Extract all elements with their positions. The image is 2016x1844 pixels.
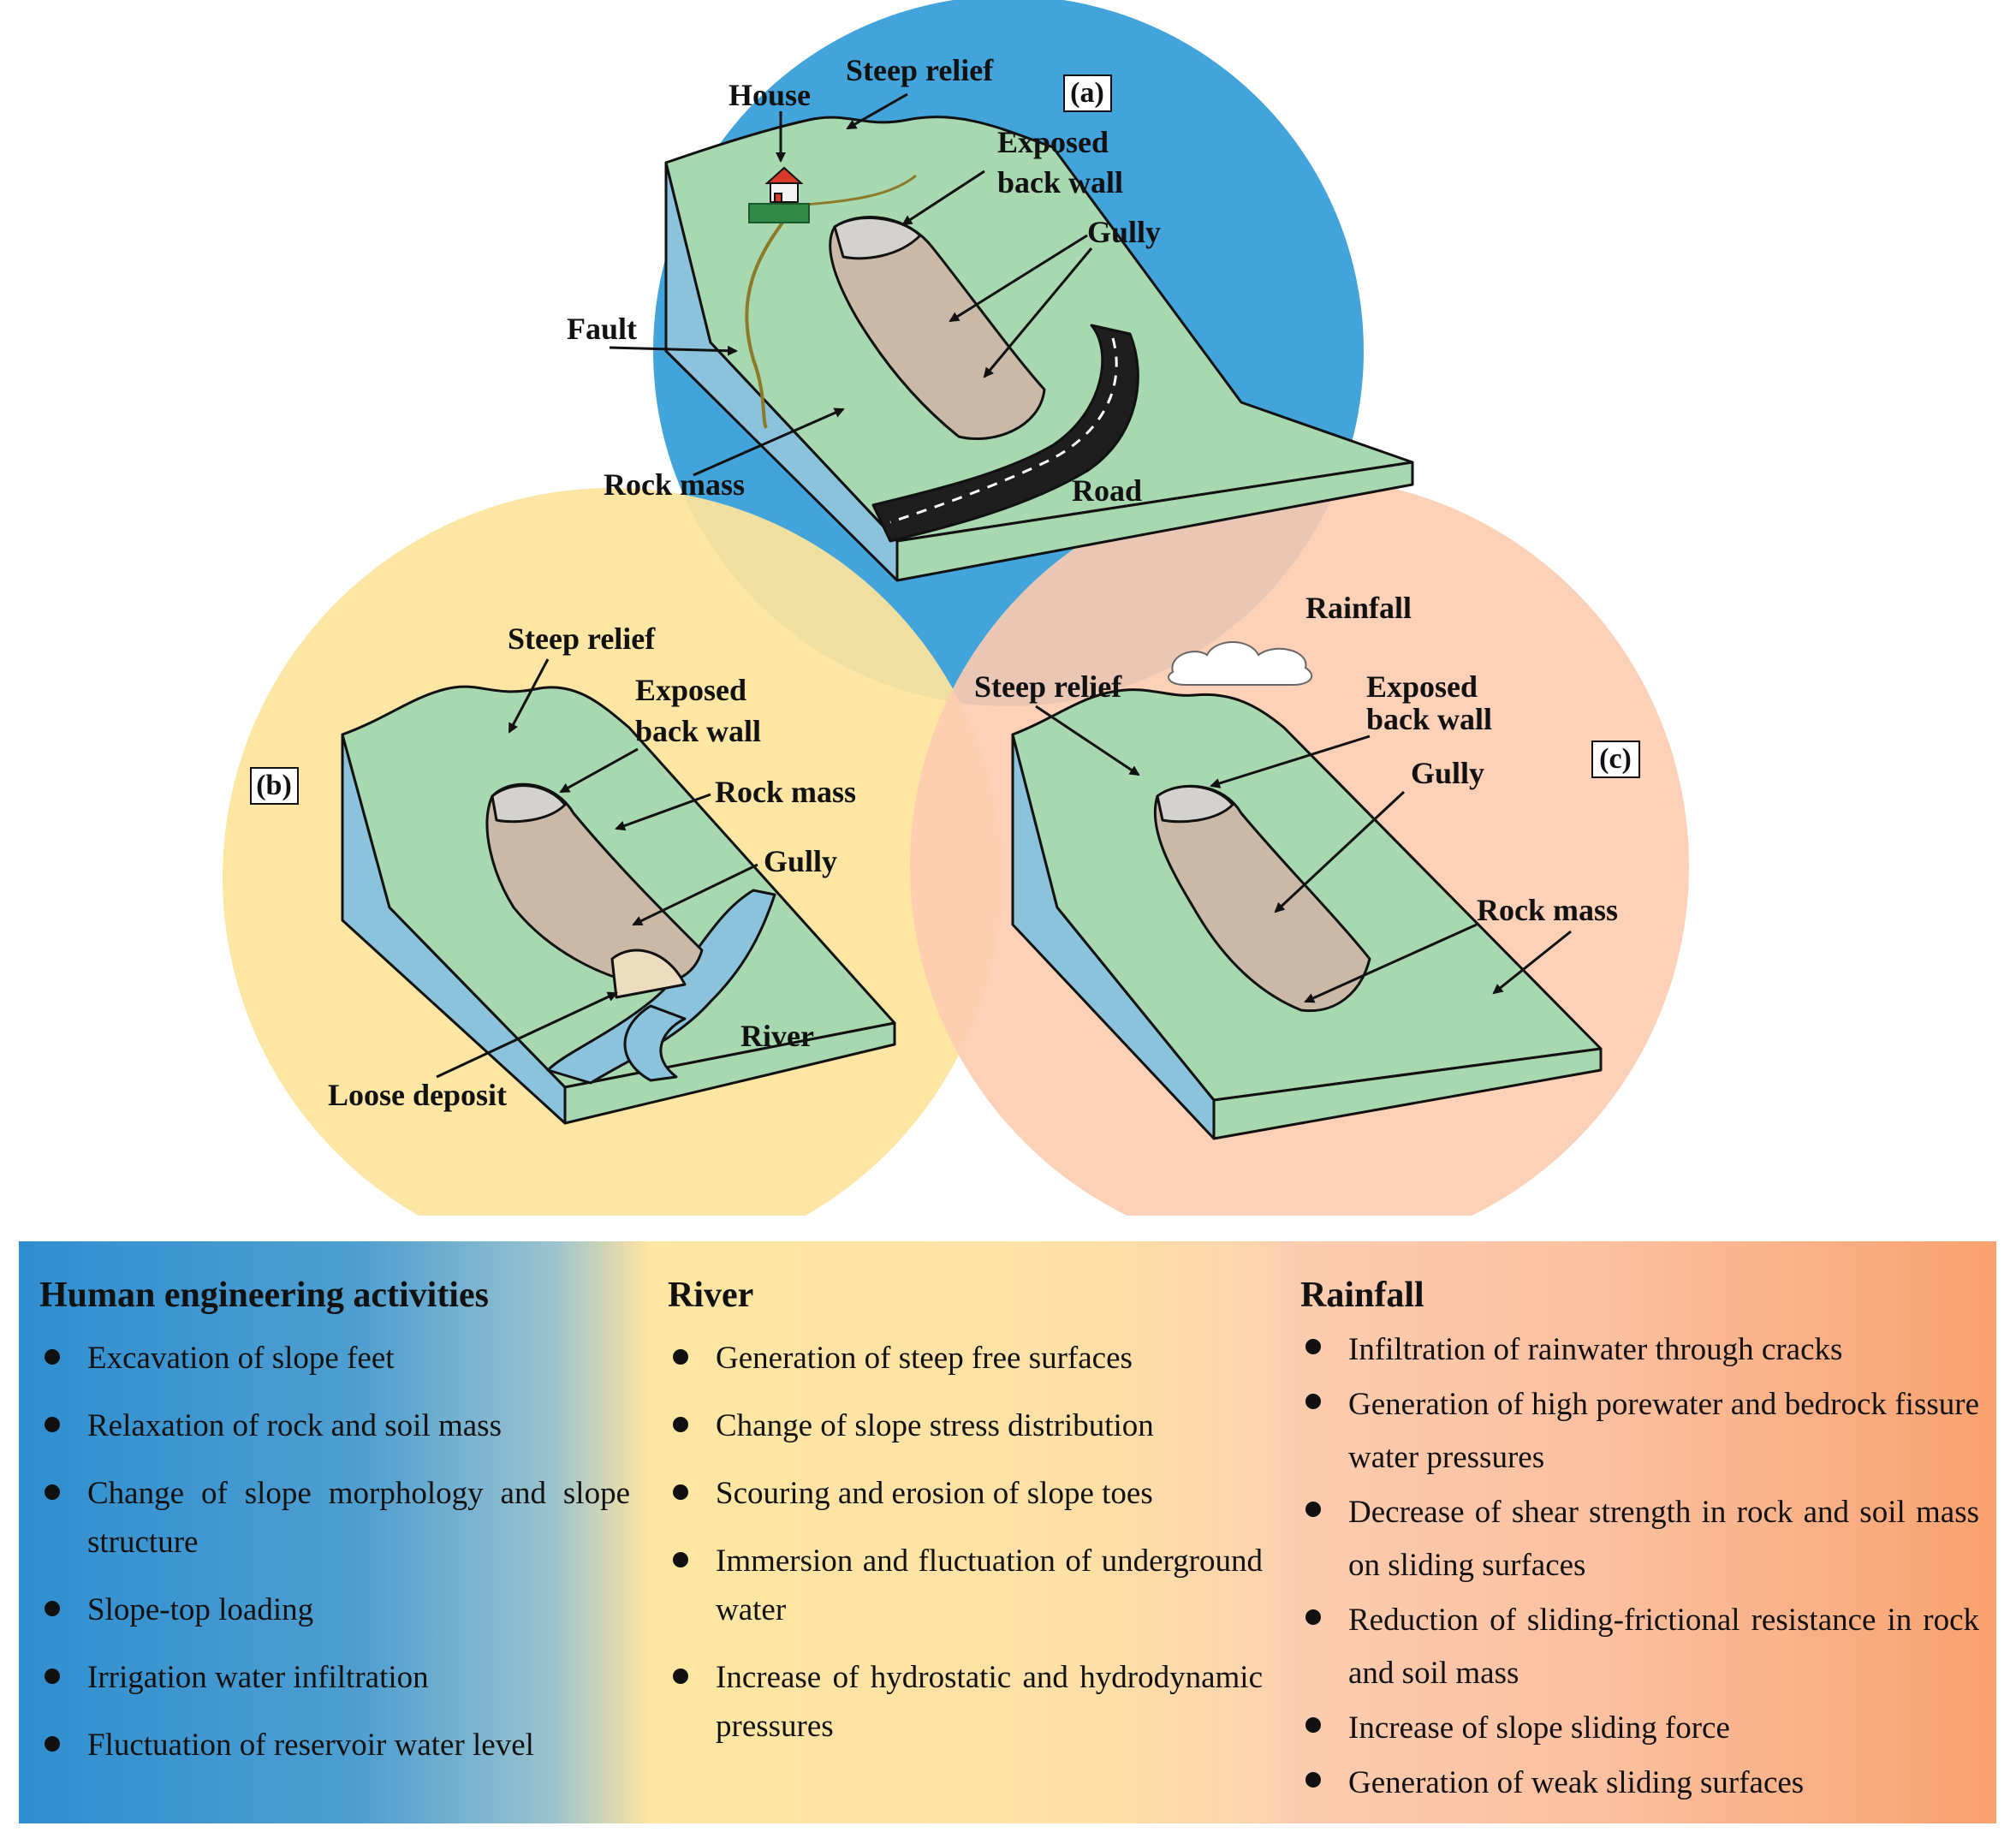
label-gully-a: Gully [1087, 215, 1161, 249]
list-item: Immersion and fluctuation of underground… [668, 1537, 1263, 1634]
legend-river: River Generation of steep free surfaces … [647, 1241, 1280, 1823]
bullet-icon [45, 1669, 60, 1684]
label-exposed-c-1: Exposed [1366, 669, 1478, 704]
legend-river-title: River [668, 1276, 754, 1315]
bullet-icon [45, 1417, 60, 1432]
list-item: Excavation of slope feet [39, 1334, 630, 1383]
label-river: River [740, 1019, 814, 1053]
bullet-icon [1305, 1339, 1321, 1354]
label-rock-mass-a: Rock mass [604, 467, 745, 502]
panel-c-box [1591, 741, 1640, 778]
bullet-icon [673, 1552, 688, 1567]
landslide-diagram: (a) House Steep relief Exposed back wall… [223, 0, 1689, 1216]
list-item: Generation of steep free surfaces [668, 1334, 1263, 1383]
labels-c: (c) Rainfall Steep relief Exposed back w… [974, 591, 1640, 927]
label-steep-relief-c: Steep relief [974, 669, 1122, 704]
bullet-icon [1305, 1772, 1321, 1787]
panel-b-box [250, 767, 299, 805]
list-item: Relaxation of rock and soil mass [39, 1401, 630, 1450]
legend-human-title: Human engineering activities [39, 1276, 489, 1315]
block-c [1011, 688, 1603, 1140]
bullet-icon [673, 1669, 688, 1684]
list-item: Slope-top loading [39, 1585, 630, 1634]
panel-c-letter: (c) [1599, 743, 1632, 775]
label-steep-relief-b: Steep relief [508, 622, 656, 656]
label-loose-deposit: Loose deposit [328, 1078, 507, 1112]
block-a [664, 116, 1414, 582]
label-fault: Fault [567, 312, 637, 346]
label-gully-b: Gully [764, 844, 837, 878]
label-exposed-b-2: back wall [635, 714, 761, 748]
cloud-icon [1168, 641, 1313, 686]
legend-human: Human engineering activities Excavation … [19, 1241, 647, 1823]
list-item: Fluctuation of reservoir water level [39, 1721, 630, 1770]
label-rainfall: Rainfall [1305, 591, 1412, 625]
panel-a-letter: (a) [1070, 77, 1104, 109]
label-exposed-b-1: Exposed [635, 673, 746, 707]
panel-b-letter: (b) [256, 770, 292, 801]
factor-legend: Human engineering activities Excavation … [19, 1241, 1996, 1823]
label-exposed-a-2: back wall [997, 165, 1123, 199]
arrows-b [436, 658, 758, 1079]
bullet-icon [1305, 1502, 1321, 1517]
list-item: Change of slope stress distribution [668, 1401, 1263, 1450]
label-steep-relief-a: Steep relief [846, 53, 994, 87]
list-item: Decrease of shear strength in rock and s… [1300, 1486, 1979, 1592]
legend-river-list: Generation of steep free surfaces Change… [668, 1334, 1263, 1751]
bullet-icon [1305, 1609, 1321, 1625]
list-item: Increase of hydrostatic and hydrodynamic… [668, 1653, 1263, 1751]
legend-rainfall: Rainfall Infiltration of rainwater throu… [1280, 1241, 1996, 1823]
bullet-icon [673, 1417, 688, 1432]
legend-rain-title: Rainfall [1300, 1276, 1424, 1315]
label-house: House [728, 78, 811, 112]
list-item: Reduction of sliding-frictional resistan… [1300, 1594, 1979, 1700]
bullet-icon [45, 1736, 60, 1752]
bullet-icon [45, 1601, 60, 1616]
panel-a-box [1063, 74, 1112, 112]
bullet-icon [1305, 1717, 1321, 1733]
label-rock-mass-b: Rock mass [715, 775, 856, 809]
bullet-icon [673, 1484, 688, 1500]
list-item: Scouring and erosion of slope toes [668, 1469, 1263, 1518]
label-gully-c: Gully [1411, 756, 1484, 790]
list-item: Change of slope morphology and slope str… [39, 1469, 630, 1567]
bullet-icon [45, 1349, 60, 1365]
bullet-icon [1305, 1394, 1321, 1409]
arrows-a [609, 92, 1093, 477]
labels-b: (b) Steep relief Exposed back wall Rock … [250, 622, 856, 1112]
bullet-icon [45, 1484, 60, 1500]
label-exposed-a-1: Exposed [997, 125, 1109, 159]
label-exposed-c-2: back wall [1366, 702, 1492, 736]
list-item: Infiltration of rainwater through cracks [1300, 1324, 1979, 1377]
legend-human-list: Excavation of slope feet Relaxation of r… [39, 1334, 630, 1770]
labels-a: (a) House Steep relief Exposed back wall… [567, 53, 1161, 508]
arrows-c [1035, 705, 1572, 1003]
label-road: Road [1072, 473, 1142, 508]
label-rock-mass-c: Rock mass [1477, 893, 1618, 927]
legend-rain-list: Infiltration of rainwater through cracks… [1300, 1324, 1979, 1810]
house-icon [748, 166, 810, 223]
list-item: Generation of weak sliding surfaces [1300, 1757, 1979, 1810]
list-item: Irrigation water infiltration [39, 1653, 630, 1702]
bullet-icon [673, 1349, 688, 1365]
list-item: Increase of slope sliding force [1300, 1702, 1979, 1755]
block-b [341, 685, 896, 1125]
list-item: Generation of high porewater and bedrock… [1300, 1378, 1979, 1484]
